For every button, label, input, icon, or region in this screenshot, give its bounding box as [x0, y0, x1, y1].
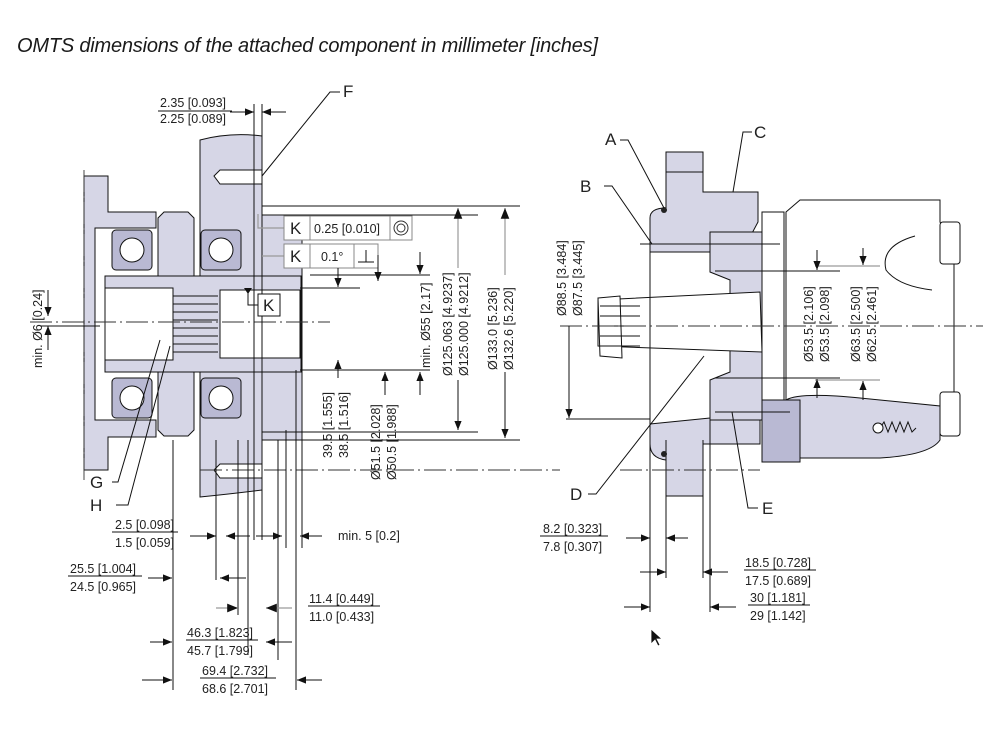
svg-text:Ø51.5 [2.028]: Ø51.5 [2.028] [369, 404, 383, 480]
dim-69-4: 69.4 [2.732] 68.6 [2.701] [142, 664, 322, 696]
dim-51-5: Ø51.5 [2.028] Ø50.5 [1.988] [369, 372, 399, 480]
callout-f: F [343, 82, 353, 101]
svg-text:45.7 [1.799]: 45.7 [1.799] [187, 644, 253, 658]
feature-control-frame-perpendicularity: K 0.1° [262, 243, 379, 269]
datum-k-label: K [263, 296, 275, 315]
svg-text:min. Ø55 [2.17]: min. Ø55 [2.17] [419, 283, 433, 368]
svg-text:17.5 [0.689]: 17.5 [0.689] [745, 574, 811, 588]
svg-text:Ø88.5 [3.484]: Ø88.5 [3.484] [555, 240, 569, 316]
callout-e: E [762, 499, 773, 518]
perpendicularity-icon [358, 250, 374, 263]
spring [879, 420, 917, 434]
callout-g: G [90, 473, 103, 492]
spline-end [597, 295, 623, 359]
svg-text:69.4 [2.732]: 69.4 [2.732] [202, 664, 268, 678]
svg-text:Ø53.5 [2.098]: Ø53.5 [2.098] [818, 286, 832, 362]
feature-control-frame-concentricity: K 0.25 [0.010] [257, 214, 413, 241]
nut-top [939, 221, 961, 265]
o-ring-bottom [661, 451, 667, 457]
svg-text:25.5 [1.004]: 25.5 [1.004] [70, 562, 136, 576]
svg-text:0.1°: 0.1° [321, 250, 343, 264]
callout-d: D [570, 485, 582, 504]
dim-53-5: Ø53.5 [2.106] Ø53.5 [2.098] [802, 250, 832, 398]
page-title: OMTS dimensions of the attached componen… [17, 35, 598, 57]
svg-text:11.4 [0.449]: 11.4 [0.449] [309, 592, 374, 606]
svg-text:Ø87.5 [3.445]: Ø87.5 [3.445] [571, 240, 585, 316]
dim-46-3: 46.3 [1.823] 45.7 [1.799] [150, 626, 292, 658]
dim-min6: min. Ø6 [0.24] [31, 289, 100, 368]
svg-text:min. 5 [0.2]: min. 5 [0.2] [338, 529, 400, 543]
dim-2-5: 2.5 [0.098] 1.5 [0.059] [112, 518, 250, 550]
svg-text:Ø125.000 [4.9212]: Ø125.000 [4.9212] [457, 272, 471, 376]
dim-8-2: 8.2 [0.323] 7.8 [0.307] [540, 522, 688, 554]
svg-text:Ø53.5 [2.106]: Ø53.5 [2.106] [802, 286, 816, 362]
o-ring-top [661, 207, 667, 213]
dim-25-5: 25.5 [1.004] 24.5 [0.965] [68, 562, 246, 594]
bearing-top-right [200, 229, 242, 271]
dim-39-5: 39.5 [1.555] 38.5 [1.516] [321, 360, 351, 458]
svg-text:68.6 [2.701]: 68.6 [2.701] [202, 682, 268, 696]
svg-text:Ø132.6 [5.220]: Ø132.6 [5.220] [502, 287, 516, 370]
dim-125: Ø125.063 [4.9237] Ø125.000 [4.9212] [441, 208, 471, 430]
bearing-bottom-right [200, 377, 242, 419]
dim-18-5: 18.5 [0.728] 17.5 [0.689] [640, 556, 816, 588]
right-view: A B C D E Ø88.5 [3.484] Ø87.5 [3.445] Ø5… [540, 123, 983, 623]
svg-text:18.5 [0.728]: 18.5 [0.728] [745, 556, 811, 570]
svg-text:Ø50.5 [1.988]: Ø50.5 [1.988] [385, 404, 399, 480]
svg-text:11.0 [0.433]: 11.0 [0.433] [309, 610, 374, 624]
drive-shaft [597, 291, 763, 353]
svg-text:min. Ø6 [0.24]: min. Ø6 [0.24] [31, 289, 45, 368]
svg-text:K: K [290, 219, 302, 238]
svg-text:Ø133.0 [5.236]: Ø133.0 [5.236] [486, 287, 500, 370]
svg-text:24.5 [0.965]: 24.5 [0.965] [70, 580, 136, 594]
svg-text:7.8 [0.307]: 7.8 [0.307] [543, 540, 602, 554]
callout-b: B [580, 177, 591, 196]
mouse-cursor-icon [650, 628, 664, 647]
left-view: K K 0.25 [0.010] K 0.1° [30, 82, 560, 696]
svg-text:0.25 [0.010]: 0.25 [0.010] [314, 222, 380, 236]
dim-30: 30 [1.181] 29 [1.142] [624, 591, 810, 623]
dim-133: Ø133.0 [5.236] Ø132.6 [5.220] [486, 208, 516, 438]
svg-text:8.2 [0.323]: 8.2 [0.323] [543, 522, 602, 536]
svg-text:1.5 [0.059]: 1.5 [0.059] [115, 536, 174, 550]
svg-text:2.25 [0.089]: 2.25 [0.089] [160, 112, 226, 126]
bearing-top-left [111, 229, 153, 271]
svg-text:2.5 [0.098]: 2.5 [0.098] [115, 518, 174, 532]
svg-text:2.35 [0.093]: 2.35 [0.093] [160, 96, 226, 110]
svg-text:46.3 [1.823]: 46.3 [1.823] [187, 626, 253, 640]
svg-text:Ø63.5 [2.500]: Ø63.5 [2.500] [849, 286, 863, 362]
svg-text:Ø125.063 [4.9237]: Ø125.063 [4.9237] [441, 272, 455, 376]
callout-a: A [605, 130, 617, 149]
svg-text:30 [1.181]: 30 [1.181] [750, 591, 806, 605]
left-housing [83, 175, 157, 471]
bolt-top [213, 169, 263, 185]
dim-88-5: Ø88.5 [3.484] Ø87.5 [3.445] [555, 240, 585, 418]
dim-min55: min. Ø55 [2.17] [334, 252, 433, 395]
svg-text:39.5 [1.555]: 39.5 [1.555] [321, 392, 335, 458]
callout-c: C [754, 123, 766, 142]
dim-11-4: 11.4 [0.449] 11.0 [0.433] [216, 592, 380, 624]
svg-text:Ø62.5 [2.461]: Ø62.5 [2.461] [865, 286, 879, 362]
svg-text:29 [1.142]: 29 [1.142] [750, 609, 806, 623]
dim-2-35: 2.35 [0.093] 2.25 [0.089] [158, 96, 286, 126]
dim-min5: min. 5 [0.2] [256, 529, 400, 543]
datum-k-box [257, 293, 281, 317]
nut-bottom [939, 391, 961, 437]
svg-text:38.5 [1.516]: 38.5 [1.516] [337, 392, 351, 458]
svg-text:K: K [290, 247, 302, 266]
dim-63-5: Ø63.5 [2.500] Ø62.5 [2.461] [849, 248, 879, 400]
spline-teeth [173, 295, 218, 353]
bearing-bottom-left [111, 377, 153, 419]
concentricity-icon [393, 220, 409, 236]
callout-h: H [90, 496, 102, 515]
